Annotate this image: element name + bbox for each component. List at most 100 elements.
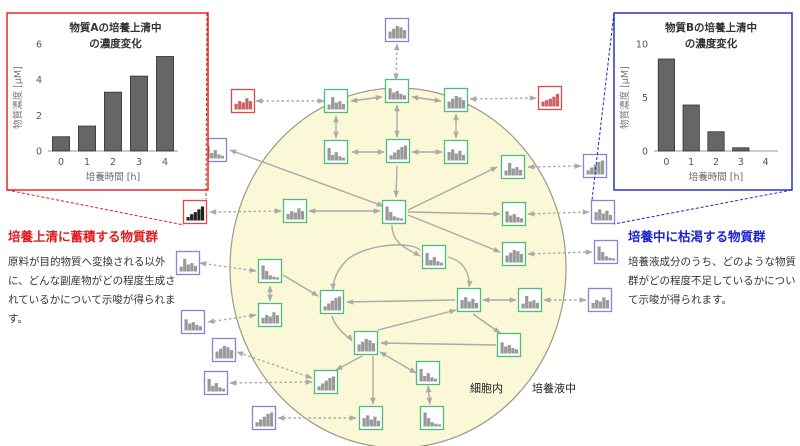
intracellular-node xyxy=(313,369,339,395)
connector-layer xyxy=(199,43,593,421)
intracellular-node xyxy=(384,78,410,104)
x-tick-label: 0 xyxy=(58,157,64,168)
callout-accumulating-title: 培養上清に蓄積する物質群 xyxy=(8,229,159,244)
extracellular-node xyxy=(593,239,619,265)
zoom-guides xyxy=(6,12,793,226)
intracellular-node xyxy=(257,302,283,328)
intracellular-node xyxy=(443,87,469,113)
callout-accumulating: 培養上清に蓄積する物質群 原料が目的物質へ変換される以外に、どんな副産物がどの程… xyxy=(8,226,178,329)
chart-title-line-2: の濃度変化 xyxy=(89,37,142,50)
medium-label: 培養液中 xyxy=(532,381,576,395)
intracellular-node xyxy=(323,88,349,114)
connector xyxy=(425,385,433,405)
intracellular-node xyxy=(385,138,411,164)
extracellular-node xyxy=(203,370,229,396)
extracellular-node xyxy=(180,309,206,335)
y-tick-label: 5 xyxy=(642,93,648,104)
y-tick-label: 4 xyxy=(36,75,42,86)
connector xyxy=(199,261,257,273)
x-tick-label: 4 xyxy=(162,157,168,168)
connector xyxy=(331,315,353,342)
connector xyxy=(407,214,501,253)
intracellular-node xyxy=(500,154,526,180)
callout-depleting-body: 培養液成分のうち、どのような物質群がどの程度不足しているかについて示唆が得られま… xyxy=(628,256,796,306)
bar xyxy=(130,75,148,152)
connector xyxy=(469,95,537,102)
y-tick-label: 2 xyxy=(36,111,42,122)
bar xyxy=(657,58,675,152)
x-tick-label: 1 xyxy=(688,157,694,168)
intracellular-node xyxy=(419,405,445,431)
connector xyxy=(236,351,313,379)
x-tick-label: 3 xyxy=(136,157,142,168)
bar xyxy=(104,91,122,152)
x-tick-label: 1 xyxy=(84,157,90,168)
y-axis-title: 物質濃度 [μM] xyxy=(619,66,631,129)
x-tick-label: 4 xyxy=(763,157,769,168)
intracellular-node xyxy=(501,241,527,267)
bar xyxy=(707,131,725,152)
callout-depleting: 培養中に枯渇する物質群 培養液成分のうち、どのような物質群がどの程度不足している… xyxy=(628,226,798,310)
cell-label: 細胞内 xyxy=(470,381,503,395)
chart-title-line-2: の濃度変化 xyxy=(685,37,738,50)
bar xyxy=(78,125,96,152)
x-axis-title: 培養時間 [h] xyxy=(689,171,743,183)
connector xyxy=(229,149,384,207)
connector xyxy=(527,163,582,170)
connector xyxy=(229,379,313,386)
y-axis-title: 物質濃度 [μM] xyxy=(12,66,24,129)
x-tick-label: 3 xyxy=(738,157,744,168)
extracellular-node xyxy=(251,405,277,431)
connector xyxy=(393,165,400,198)
extracellular-node xyxy=(582,153,608,179)
intracellular-node xyxy=(501,201,527,227)
connector xyxy=(407,166,498,211)
connector xyxy=(330,244,421,291)
intracellular-node xyxy=(353,330,379,356)
y-tick-label: 6 xyxy=(36,40,42,51)
bar xyxy=(156,56,174,152)
chart-title-line-1: 物質Aの培養上清中 xyxy=(69,21,161,34)
connector xyxy=(393,43,400,81)
accumulating-node xyxy=(230,88,256,114)
accumulating-node xyxy=(537,85,563,111)
y-tick-label: 0 xyxy=(36,147,42,158)
intracellular-node xyxy=(421,244,447,270)
connector xyxy=(407,211,501,217)
connector xyxy=(335,355,363,371)
callout-depleting-title: 培養中に枯渇する物質群 xyxy=(628,229,766,244)
connector xyxy=(391,224,421,257)
connector xyxy=(209,208,282,215)
accumulating-node xyxy=(182,199,208,225)
connector xyxy=(379,351,417,374)
x-tick-label: 2 xyxy=(713,157,719,168)
bar xyxy=(732,147,750,152)
intracellular-node xyxy=(257,258,283,284)
intracellular-node xyxy=(358,405,384,431)
extracellular-node xyxy=(211,337,237,363)
intracellular-node xyxy=(443,139,469,165)
intracellular-node xyxy=(456,287,482,313)
connector xyxy=(527,249,593,257)
connector xyxy=(411,95,442,103)
intracellular-node xyxy=(496,332,522,358)
intracellular-node xyxy=(381,199,407,225)
chart-frame xyxy=(613,12,793,191)
connector xyxy=(282,274,319,297)
connector xyxy=(350,95,383,103)
intracellular-node xyxy=(323,139,349,165)
connector xyxy=(346,299,456,305)
bar xyxy=(682,104,700,152)
connector xyxy=(472,313,501,334)
chart-title-line-1: 物質Bの培養上清中 xyxy=(665,21,757,34)
extracellular-node xyxy=(590,199,616,225)
connector xyxy=(377,308,457,331)
extracellular-node xyxy=(384,17,410,43)
x-tick-label: 0 xyxy=(663,157,669,168)
intracellular-node xyxy=(517,287,543,313)
extracellular-node xyxy=(175,250,201,276)
intracellular-node xyxy=(415,360,441,386)
x-tick-label: 2 xyxy=(110,157,116,168)
